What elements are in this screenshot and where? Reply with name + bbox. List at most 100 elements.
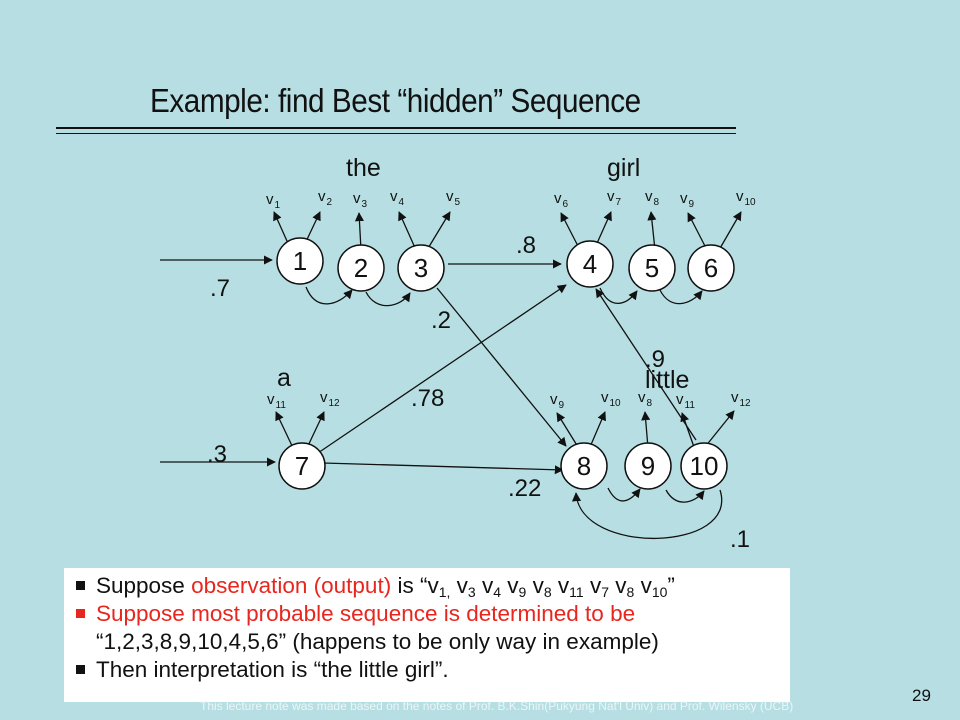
- b1-end: ”: [667, 573, 675, 598]
- state-labels: 1 2 3 4 5 6 7 8 9 10: [293, 246, 719, 481]
- b2-text: Suppose most probable sequence is determ…: [96, 601, 636, 626]
- seq-subscript: 1,: [438, 584, 451, 600]
- obs-label: v12: [731, 389, 751, 409]
- svg-text:v10: v10: [736, 188, 756, 208]
- obs-label: v7: [607, 188, 622, 208]
- obs-label: v11: [676, 391, 695, 411]
- seq-subscript: 11: [569, 584, 584, 600]
- svg-text:v8: v8: [638, 389, 653, 409]
- obs-label: v1: [266, 191, 281, 211]
- seq-v: v: [551, 573, 570, 598]
- prob-start-1: .7: [210, 275, 230, 302]
- state-2: 2: [354, 253, 368, 283]
- bullet-mark: [76, 581, 85, 590]
- state-nodes: [276, 237, 735, 490]
- obs-label: v11: [267, 391, 286, 411]
- prob-3-to-8: .2: [431, 307, 451, 334]
- word-little: little: [645, 366, 689, 394]
- svg-text:v10: v10: [601, 389, 621, 409]
- svg-text:v3: v3: [353, 190, 368, 210]
- svg-text:v1: v1: [266, 191, 281, 211]
- state-7: 7: [295, 451, 309, 481]
- seq-v: v: [609, 573, 627, 598]
- prob-10-to-8: .1: [730, 526, 750, 553]
- word-the: the: [346, 154, 381, 182]
- seq-subscript: 4: [493, 584, 502, 600]
- svg-text:v9: v9: [550, 391, 565, 411]
- svg-text:v2: v2: [318, 188, 333, 208]
- svg-text:v4: v4: [390, 188, 405, 208]
- seq-v: v: [526, 573, 544, 598]
- b3-text: Then interpretation is “the little girl”…: [96, 657, 449, 682]
- emission-arrows: [273, 211, 742, 451]
- state-5: 5: [645, 253, 659, 283]
- state-4: 4: [583, 249, 597, 279]
- state-1: 1: [293, 246, 307, 276]
- observation-sequence: v1, v3 v4 v9 v8 v11 v7 v8 v10: [427, 573, 668, 600]
- svg-text:v12: v12: [320, 389, 340, 409]
- bullet-mark: [76, 665, 85, 674]
- obs-label: v9: [550, 391, 565, 411]
- seq-subscript: 7: [601, 584, 610, 600]
- svg-text:v6: v6: [554, 190, 569, 210]
- obs-label: v10: [736, 188, 756, 208]
- state-10: 10: [690, 451, 719, 481]
- obs-label: v2: [318, 188, 333, 208]
- obs-label: v9: [680, 190, 695, 210]
- state-8: 8: [577, 451, 591, 481]
- bullet-observation: Suppose observation (output) is “v1, v3 …: [74, 572, 780, 600]
- obs-group-girl: v6 v7 v8 v9 v10: [554, 188, 756, 210]
- b2-continuation: “1,2,3,8,9,10,4,5,6” (happens to be only…: [96, 629, 659, 654]
- state-3: 3: [414, 253, 428, 283]
- seq-subscript: 8: [543, 584, 552, 600]
- bullet-mark: [76, 609, 85, 618]
- prob-7-to-8: .22: [508, 475, 541, 502]
- svg-text:v12: v12: [731, 389, 751, 409]
- slide-title: Example: find Best “hidden” Sequence: [150, 82, 641, 119]
- seq-v: v: [450, 573, 468, 598]
- seq-v: v: [501, 573, 519, 598]
- prob-7-to-4: .78: [411, 385, 444, 412]
- footer-credit: This lecture note was made based on the …: [200, 699, 794, 713]
- state-6: 6: [704, 253, 718, 283]
- word-girl: girl: [607, 154, 640, 182]
- bullet-interpretation: Then interpretation is “the little girl”…: [74, 656, 780, 684]
- seq-v: v: [634, 573, 652, 598]
- svg-text:v7: v7: [607, 188, 622, 208]
- page-number: 29: [912, 686, 931, 705]
- seq-subscript: 3: [467, 584, 476, 600]
- obs-group-the: v1 v2 v3 v4 v5: [266, 188, 461, 211]
- obs-group-little: v9 v10 v8 v11 v12: [550, 389, 751, 411]
- obs-label: v8: [638, 389, 653, 409]
- prob-10-to-4: .9: [645, 346, 665, 373]
- obs-label: v5: [446, 188, 461, 208]
- prob-3-to-4: .8: [516, 232, 536, 259]
- title-underline: [56, 127, 736, 129]
- obs-label: v8: [645, 188, 660, 208]
- seq-subscript: 9: [518, 584, 527, 600]
- obs-group-a: v11 v12: [267, 389, 340, 411]
- state-9: 9: [641, 451, 655, 481]
- seq-v: v: [475, 573, 494, 598]
- prob-start-7: .3: [207, 441, 227, 468]
- b1-highlight: observation (output): [191, 573, 392, 598]
- word-a: a: [277, 364, 291, 392]
- obs-label: v6: [554, 190, 569, 210]
- b1-prefix: Suppose: [96, 573, 192, 598]
- obs-label: v10: [601, 389, 621, 409]
- svg-text:v5: v5: [446, 188, 461, 208]
- transition-arrows: [160, 255, 723, 540]
- obs-label: v12: [320, 389, 340, 409]
- svg-text:v9: v9: [680, 190, 695, 210]
- notes-box: Suppose observation (output) is “v1, v3 …: [64, 568, 790, 702]
- svg-text:v8: v8: [645, 188, 660, 208]
- title-underline-thin: [56, 133, 736, 134]
- svg-text:v11: v11: [676, 391, 695, 411]
- b1-post: is “: [391, 573, 428, 598]
- seq-subscript: 8: [626, 584, 635, 600]
- seq-v: v: [583, 573, 602, 598]
- seq-v: v: [427, 573, 439, 598]
- seq-subscript: 10: [651, 584, 668, 600]
- obs-label: v3: [353, 190, 368, 210]
